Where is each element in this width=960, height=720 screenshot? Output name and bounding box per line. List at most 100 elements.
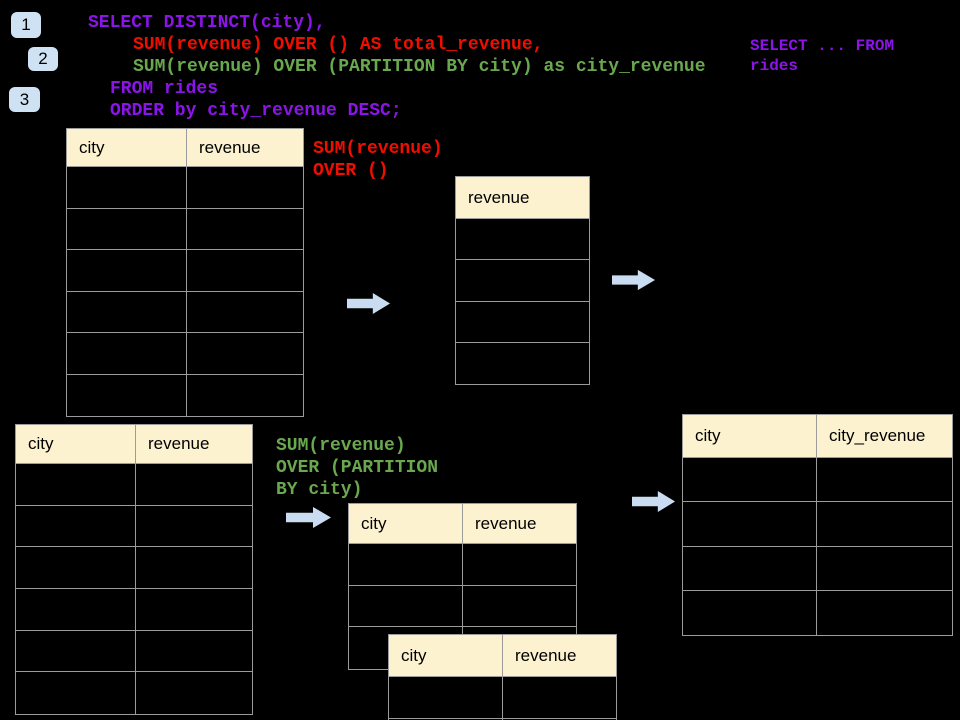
code-line: SELECT DISTINCT(city), [88,13,326,33]
code-line: OVER (PARTITION [276,458,439,478]
table-cell-empty [683,590,817,635]
sql-snippet-select-from-rides: SELECT ... FROM rides [750,36,894,76]
table-cell-empty [503,677,616,719]
table-row [67,291,303,333]
table-cell-empty [817,458,952,503]
table-cell-empty [683,546,817,591]
table-cell-empty [67,291,187,333]
table-row [67,333,303,375]
table-cell-empty [389,677,503,719]
table-cell-empty [67,208,187,250]
table-row [16,464,252,506]
table-cell-empty [16,630,136,673]
table-cell-empty [349,585,463,628]
table-cell-empty [187,209,303,250]
code-line: SUM(revenue) OVER () AS total_revenue, [133,35,544,55]
arrow-right-icon [612,269,656,291]
table-cell-empty [463,586,576,628]
table-cell-empty [456,343,589,384]
table-row [349,585,576,628]
table-row [67,374,303,416]
column-header-revenue: revenue [456,177,589,219]
column-header-city: city [683,415,817,458]
step-badge-3: 3 [9,87,40,112]
table-row [67,167,303,209]
table-row [349,544,576,586]
table-result-total-revenue: revenue [455,176,590,385]
table-cell-empty [67,167,187,209]
table-row [67,208,303,250]
table-cell-empty [187,167,303,209]
column-header-revenue: revenue [503,635,616,677]
table-cell-empty [136,547,252,589]
table-cell-empty [67,333,187,375]
table-cell-empty [683,502,817,547]
sql-query-code: SELECT DISTINCT(city),SUM(revenue) OVER … [88,12,706,122]
code-line: SUM(revenue) [276,436,406,456]
table-cell-empty [16,464,136,506]
table-cell-empty [16,547,136,589]
code-line: SELECT ... FROM [750,37,895,55]
table-row [683,590,952,635]
code-line: OVER () [313,161,389,181]
arrow-right-icon [286,506,332,529]
code-line: BY city) [276,480,363,500]
column-header-city: city [349,504,463,544]
table-row [16,505,252,548]
table-cell-empty [349,544,463,586]
column-header-revenue: revenue [187,129,303,167]
code-line: SUM(revenue) [313,139,443,159]
table-row [16,672,252,714]
code-line: SUM(revenue) OVER (PARTITION BY city) as… [133,57,706,77]
step-badge-1: 1 [11,12,41,38]
table-cell-empty [136,672,252,714]
table-cell-empty [187,292,303,333]
table-row [16,630,252,673]
table-cell-empty [67,374,187,416]
column-header-city: city [67,129,187,167]
table-cell-empty [456,302,589,343]
table-row [67,250,303,292]
table-header-row: revenue [456,177,589,219]
code-line: ORDER by city_revenue DESC; [110,101,402,121]
step-badge-2: 2 [28,47,58,71]
table-cell-empty [817,547,952,591]
table-cell-empty [187,250,303,292]
table-row [389,677,616,719]
table-row [16,588,252,631]
table-row [456,260,589,302]
code-line: rides [750,57,799,75]
table-cell-empty [16,505,136,548]
table-cell-empty [136,631,252,673]
column-header-city_revenue: city_revenue [817,415,952,458]
table-cell-empty [187,333,303,375]
table-row [456,219,589,261]
label-sum-over-total: SUM(revenue)OVER () [313,138,443,182]
column-header-city: city [16,425,136,464]
table-cell-empty [16,672,136,714]
table-cell-empty [456,260,589,302]
code-line: FROM rides [110,79,219,99]
table-row [683,546,952,591]
column-header-revenue: revenue [136,425,252,464]
table-cell-empty [136,589,252,631]
table-cell-empty [136,464,252,506]
table-cell-empty [463,544,576,586]
table-cell-empty [683,458,817,503]
table-row [16,547,252,589]
table-cell-empty [67,250,187,292]
arrow-right-icon [632,490,676,513]
table-row [683,458,952,503]
table-row [683,502,952,547]
